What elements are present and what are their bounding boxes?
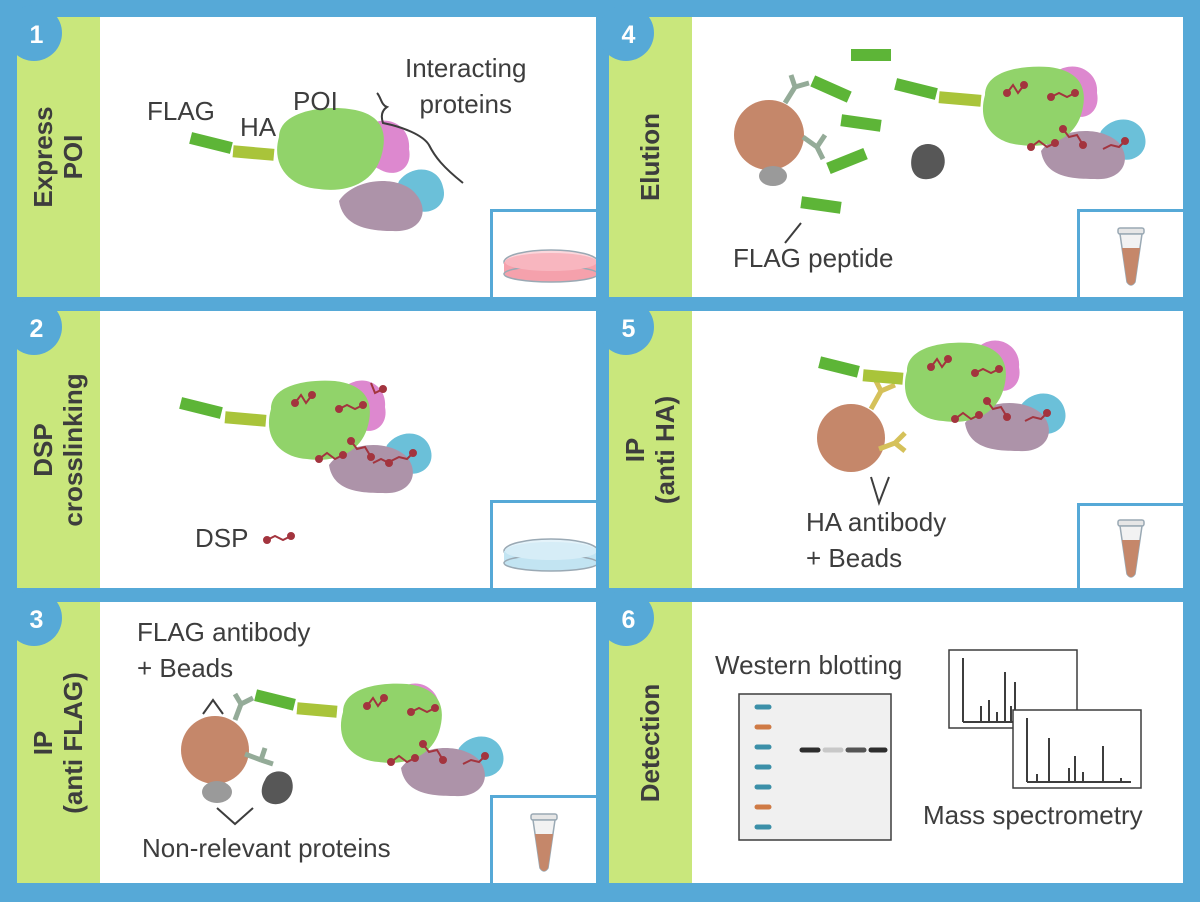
ha-label: HA bbox=[240, 112, 277, 142]
crosslinker-marks bbox=[927, 355, 1051, 423]
ha-tag bbox=[232, 145, 275, 161]
flag-tag bbox=[254, 689, 296, 711]
spectrum-front-peaks bbox=[1026, 718, 1131, 783]
step-badge: 5 bbox=[598, 299, 654, 355]
western-blotting-label: Western blotting bbox=[715, 650, 903, 680]
dsp-label: DSP bbox=[195, 523, 249, 553]
bead bbox=[817, 404, 885, 472]
flag-antibody bbox=[232, 692, 274, 767]
antibody-pointer bbox=[870, 476, 890, 507]
side-bar: Elution bbox=[609, 17, 692, 297]
tube-icon bbox=[530, 813, 558, 872]
step-badge: 3 bbox=[6, 590, 62, 646]
side-bar: Detection bbox=[609, 602, 692, 883]
complex-illustration bbox=[189, 92, 464, 232]
flag-tag bbox=[179, 397, 223, 419]
mass-spectrometry-label: Mass spectrometry bbox=[923, 800, 1143, 830]
petri-dish-pink-icon bbox=[503, 249, 599, 283]
ha-ip-illustration bbox=[817, 340, 1066, 507]
bead bbox=[734, 100, 804, 170]
step-badge: 2 bbox=[6, 299, 62, 355]
crosslinker-marks bbox=[363, 694, 489, 766]
panel-4: Elution 4 FLAG pep bbox=[598, 5, 1183, 297]
flag-antibody-label: FLAG antibody+ Beads bbox=[137, 617, 311, 683]
petri-dish-box bbox=[490, 209, 599, 297]
interacting-brace bbox=[376, 92, 464, 184]
dsp-legend-mark bbox=[266, 534, 292, 542]
crosslinked-complex-illustration bbox=[179, 380, 432, 544]
panel-3: IP(anti FLAG) 3 FLAG antibody+ Beads Non… bbox=[6, 590, 596, 883]
free-flag-peptides bbox=[800, 49, 891, 214]
poi-protein bbox=[277, 108, 384, 190]
petri-dish-box bbox=[490, 500, 599, 588]
purple-protein bbox=[1041, 131, 1125, 180]
flag-tag bbox=[818, 356, 860, 378]
dark-protein bbox=[261, 771, 293, 805]
side-bar: IP(anti FLAG) bbox=[17, 602, 100, 883]
antibody-pointer bbox=[202, 698, 224, 715]
ha-antibody bbox=[868, 377, 907, 453]
petri-dish-blue-icon bbox=[503, 538, 599, 572]
side-bar: IP(anti HA) bbox=[609, 311, 692, 588]
step-badge: 1 bbox=[6, 5, 62, 61]
detection-illustration bbox=[738, 649, 1142, 841]
bead bbox=[181, 716, 249, 784]
gray-protein bbox=[759, 166, 787, 186]
nonrelevant-pointer bbox=[216, 807, 254, 826]
protein-ladder bbox=[754, 704, 772, 830]
flag-tag bbox=[189, 132, 233, 154]
panel-5: IP(anti HA) 5 HA antibody+ Beads bbox=[598, 299, 1183, 588]
tube-icon bbox=[1117, 227, 1145, 286]
tube-box bbox=[1077, 503, 1183, 588]
flag-label: FLAG bbox=[147, 96, 215, 126]
elution-illustration bbox=[734, 49, 1146, 244]
poi-protein bbox=[982, 66, 1084, 146]
step-badge: 6 bbox=[598, 590, 654, 646]
purple-protein bbox=[401, 748, 485, 797]
purple-protein bbox=[329, 445, 413, 494]
flag-tag bbox=[894, 78, 938, 100]
crosslinker-marks bbox=[263, 382, 417, 544]
step-badge: 4 bbox=[598, 5, 654, 61]
panel-6: Detection 6 Western blotting bbox=[598, 590, 1183, 883]
tube-box bbox=[1077, 209, 1183, 297]
purple-protein bbox=[965, 403, 1049, 452]
peptide-pointer bbox=[784, 222, 802, 244]
ha-tag bbox=[296, 702, 338, 718]
poi-label: POI bbox=[293, 86, 338, 116]
tube-box bbox=[490, 795, 596, 883]
gray-protein bbox=[202, 781, 232, 803]
mass-spectrum-front bbox=[1012, 709, 1142, 789]
tube-icon bbox=[1117, 519, 1145, 578]
ha-tag bbox=[938, 91, 982, 107]
dark-protein bbox=[911, 144, 945, 180]
flag-peptide-label: FLAG peptide bbox=[733, 243, 894, 273]
ha-antibody-label: HA antibody+ Beads bbox=[806, 507, 947, 573]
ha-tag bbox=[224, 411, 267, 427]
purple-protein bbox=[339, 181, 423, 232]
empty-antibody bbox=[782, 74, 828, 161]
crosslinker-marks bbox=[1003, 81, 1129, 151]
nonrelevant-label: Non-relevant proteins bbox=[142, 833, 391, 863]
flag-ip-illustration bbox=[181, 683, 504, 826]
poi-protein bbox=[904, 342, 1006, 422]
ha-tag bbox=[862, 369, 904, 385]
